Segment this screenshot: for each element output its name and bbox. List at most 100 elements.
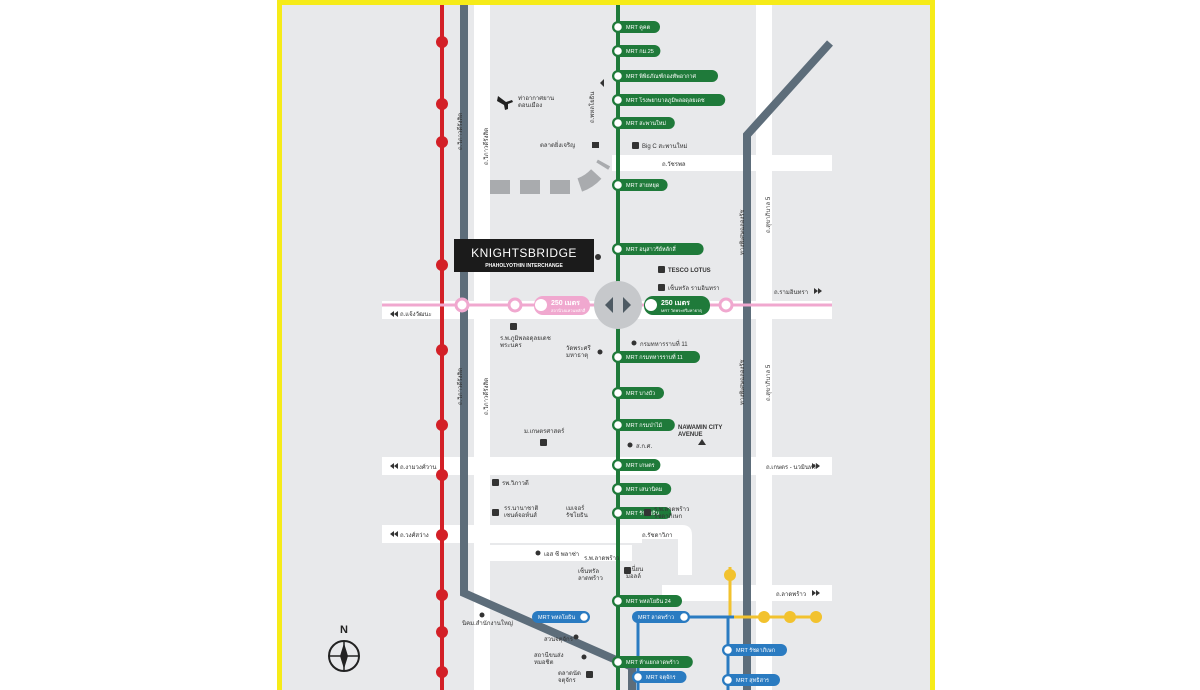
poi-market: ตลาดยิ่งเจริญ xyxy=(540,141,575,149)
train-icon xyxy=(612,45,624,57)
blue-station-4: MRT สุทธิสาร xyxy=(722,674,780,686)
blue-station-label: MRT จตุจักร xyxy=(646,674,676,681)
poi-jj-icon xyxy=(586,671,593,678)
interchange-circle xyxy=(594,281,642,329)
road-label-right-1: ถ.รามอินทรา xyxy=(774,289,808,296)
poi-hospital-left: ร.พ.ภูมิพลอดุลยเดชพระนคร xyxy=(500,335,551,349)
blue-station-pill xyxy=(632,611,690,623)
green-station-label: MRT เสนานิคม xyxy=(626,486,663,493)
green-station-12: MRT เสนานิคม xyxy=(612,483,672,495)
blue-station-pill xyxy=(532,611,590,623)
poi-kaset-icon xyxy=(540,439,547,446)
train-icon xyxy=(612,459,624,471)
green-station-label: MRT พหลโยธิน 24 xyxy=(626,597,671,605)
airplane-icon xyxy=(497,96,513,110)
green-station-pill xyxy=(612,419,675,431)
red-station-8 xyxy=(436,529,448,541)
green-station-7: MRT อนุสาวรีย์หลักสี่ xyxy=(612,243,704,255)
green-station-pill xyxy=(612,483,672,495)
project-subtitle: PHAHOLYOTHIN INTERCHANGE xyxy=(485,263,563,269)
road-label-right-3: ถ.ลาดพร้าว xyxy=(776,591,806,598)
chevron-left-icon xyxy=(390,531,398,537)
poi-sp: ร.พ.ลาดพร้าว xyxy=(584,555,619,562)
direction-arrows xyxy=(390,79,822,596)
interchange-right-badge-box xyxy=(644,296,710,315)
road-label-sukhaphiban-1: ถ.สุขาภิบาล 5 xyxy=(765,196,772,233)
green-station-label: MRT ห้าแยกลาดพร้าว xyxy=(626,659,679,666)
location-map: 250 เมตร สถานีวงแหวนหลักสี่ 250 เมตร MRT… xyxy=(277,0,935,690)
poi-union: ยูเนี่ยนมอลล์ xyxy=(626,565,643,580)
green-station-pill xyxy=(612,351,700,363)
chevron-right-icon xyxy=(812,463,820,469)
red-station-6 xyxy=(436,419,448,431)
green-station-label: MRT เกษตร xyxy=(626,463,655,469)
road-upper-cross xyxy=(612,155,832,171)
green-station-pill xyxy=(612,387,664,399)
road-label-left-3: ถ.วงศ์สว่าง xyxy=(400,531,429,539)
poi-labels: ตลาดยิ่งเจริญ Big C สะพานใหม่ TESCO LOTU… xyxy=(462,141,723,684)
train-icon xyxy=(678,611,690,623)
train-icon xyxy=(612,419,624,431)
road-label-left-1: ถ.แจ้งวัฒนะ xyxy=(400,311,432,318)
blue-station-pill xyxy=(632,671,687,683)
poi-central: เซ็นทรัล รามอินทรา xyxy=(668,283,720,292)
road-network xyxy=(382,5,832,690)
yellow-station-2 xyxy=(758,611,770,623)
green-station-13: MRT รัชโยธิน xyxy=(612,507,672,519)
poi-central-lp: เซ็นทรัลลาดพร้าว xyxy=(578,566,603,582)
road-labels: ถ.แจ้งวัฒนะ ถ.งามวงศ์วาน ถ.วงศ์สว่าง ถ.ร… xyxy=(400,92,817,598)
poi-vibhavadi-hosp-icon xyxy=(492,479,499,486)
interchange-right-sub: MRT วัดพระศรีมหาธาตุ xyxy=(661,308,702,314)
green-station-5: MRT สะพานใหม่ xyxy=(612,117,675,129)
poi-hospital-left-icon xyxy=(510,323,517,330)
compass-label: N xyxy=(340,624,348,636)
red-station-11 xyxy=(436,666,448,678)
poi-vibhavadi-hosp: รพ.วิภาวดี xyxy=(502,479,529,487)
train-icon xyxy=(612,656,624,668)
pink-station-1 xyxy=(454,297,470,313)
green-station-pill xyxy=(612,459,661,471)
red-station-5 xyxy=(436,344,448,356)
train-icon xyxy=(722,644,734,656)
blue-station-label: MRT รัชดาภิเษก xyxy=(736,647,775,654)
green-station-6: MRT สายหยุด xyxy=(612,179,668,191)
green-station-15: MRT ห้าแยกลาดพร้าว xyxy=(612,656,693,668)
pink-station-2 xyxy=(507,297,523,313)
poi-kaset: ม.เกษตรศาสตร์ xyxy=(524,427,565,435)
poi-major: เมเจอร์รัชโยธิน xyxy=(566,504,588,519)
road-label-ratchayothin: ถ.รัชดาวิภา xyxy=(642,532,673,539)
blue-station-pill xyxy=(722,644,787,656)
train-icon xyxy=(612,94,624,106)
poi-bigc-icon xyxy=(632,142,639,149)
green-station-pill xyxy=(612,70,718,82)
green-station-label: MRT กรมทหารราบที่ 11 xyxy=(626,353,683,361)
green-station-label: MRT พิพิธภัณฑ์กองทัพอากาศ xyxy=(626,73,697,80)
green-station-10: MRT กรมป่าไม้ xyxy=(612,419,675,431)
blue-station-pill xyxy=(722,674,780,686)
poi-temple: วัดพระศรีมหาธาตุ xyxy=(566,344,591,359)
green-station-3: MRT พิพิธภัณฑ์กองทัพอากาศ xyxy=(612,70,718,82)
poi-bus: สถานีขนส่งหมอชิต xyxy=(534,651,564,666)
project-name: KNIGHTSBRIDGE xyxy=(471,246,577,260)
dashed-future-road xyxy=(490,159,611,194)
green-station-label: MRT โรงพยาบาลภูมิพลอดุลยเดช xyxy=(626,96,705,104)
green-station-label: MRT รัชโยธิน xyxy=(626,509,659,517)
train-icon xyxy=(612,179,624,191)
road-label-right-2: ถ.เกษตร - นวมินทร์ xyxy=(766,463,817,471)
green-station-pill xyxy=(612,94,726,106)
chevron-left-icon xyxy=(390,463,398,469)
poi-nawamin-icon xyxy=(698,439,706,445)
blue-station-5: MRT จตุจักร xyxy=(632,671,687,683)
airport-label: ท่าอากาศยานดอนเมือง xyxy=(518,95,554,109)
poi-ta11-dot xyxy=(631,340,637,346)
poi-jj-dot xyxy=(581,654,587,660)
poi-school-icon xyxy=(492,509,499,516)
yellow-station-1 xyxy=(724,569,736,581)
red-station-7 xyxy=(436,469,448,481)
green-station-pill xyxy=(612,179,668,191)
poi-central-icon xyxy=(658,284,665,291)
train-icon xyxy=(612,595,624,607)
poi-office-dot xyxy=(479,612,485,618)
green-station-8: MRT กรมทหารราบที่ 11 xyxy=(612,351,700,363)
